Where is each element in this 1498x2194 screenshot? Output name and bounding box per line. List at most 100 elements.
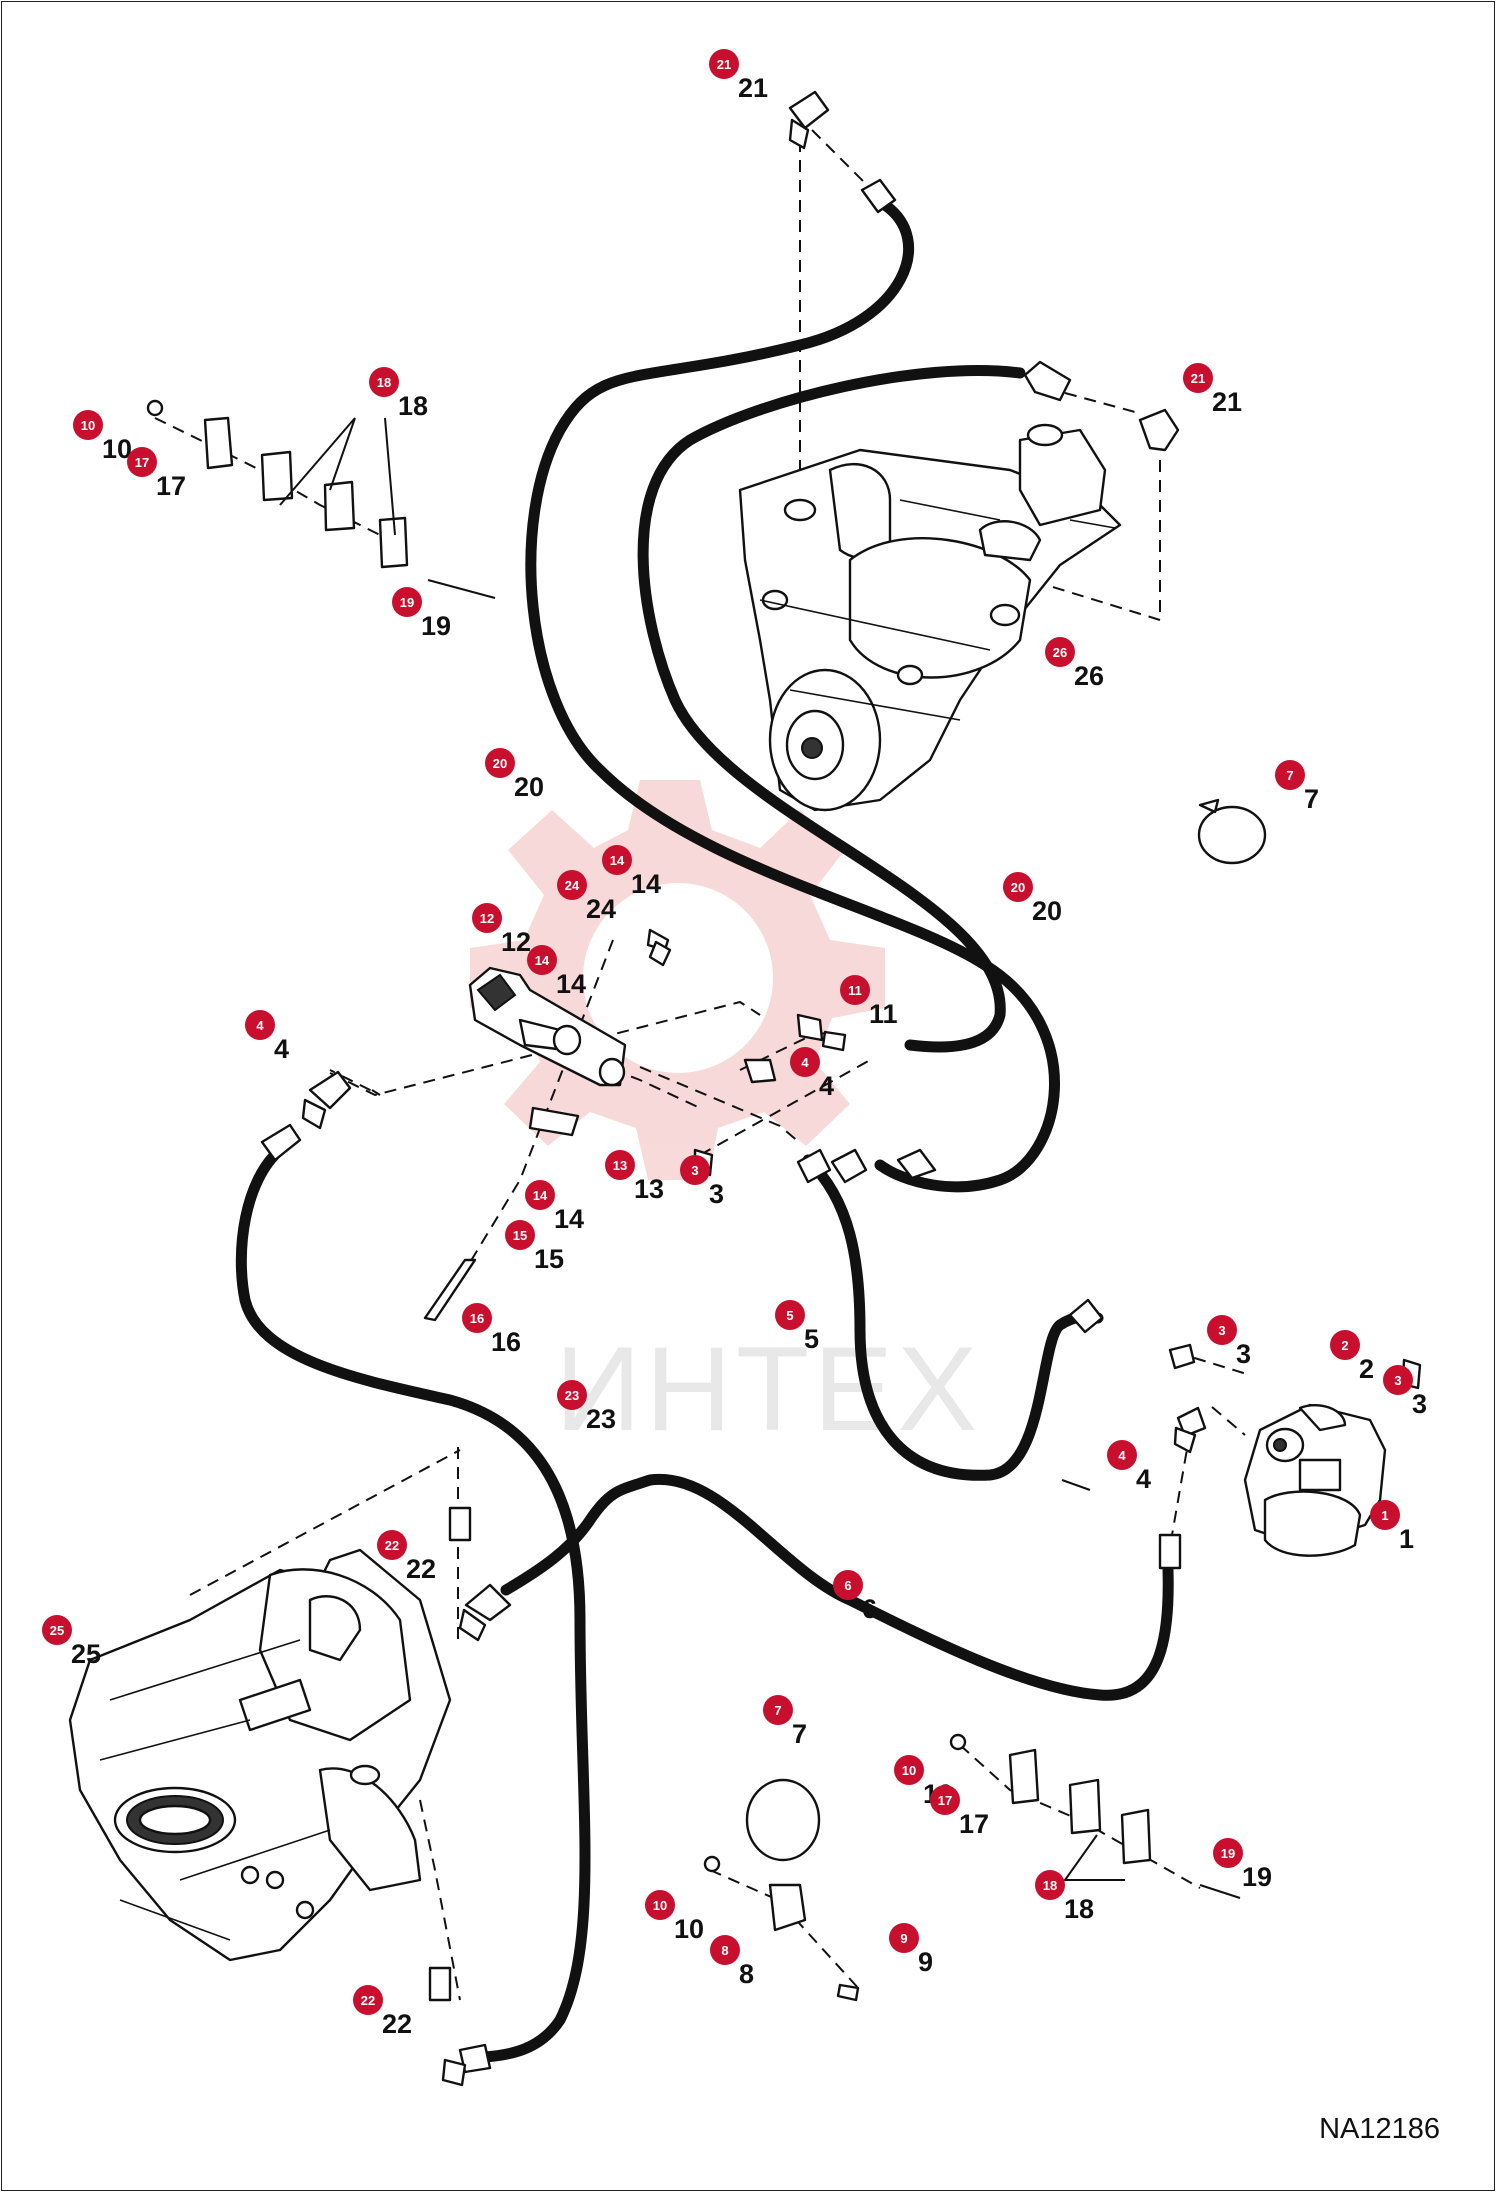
callout-badge	[1383, 1365, 1413, 1395]
callout-badge-label: 6	[844, 1578, 851, 1593]
hydraulic-pump-25	[68, 1548, 452, 1962]
callout-number: 3	[1236, 1339, 1251, 1369]
callout-badge	[245, 1010, 275, 1040]
callout-badge	[1275, 760, 1305, 790]
callout-badge	[645, 1890, 675, 1920]
callout-number: 4	[1136, 1464, 1151, 1494]
callout-23: 23 23	[557, 1380, 616, 1434]
callout-badge	[1207, 1315, 1237, 1345]
callout-layer: 1122333333444444556677778899101010101010…	[42, 49, 1427, 2039]
callout-3: 33	[1383, 1365, 1427, 1419]
callout-badge	[840, 975, 870, 1005]
callout-21: 21 21	[1183, 363, 1242, 417]
callout-number: 1	[1399, 1524, 1414, 1554]
callout-badge-label: 10	[902, 1763, 916, 1778]
callout-badge-label: 7	[1286, 768, 1293, 783]
callout-number: 18	[1064, 1894, 1094, 1924]
callout-number: 23	[586, 1404, 616, 1434]
callout-badge	[709, 49, 739, 79]
callout-number: 16	[491, 1327, 521, 1357]
callout-number: 4	[274, 1034, 289, 1064]
callout-6: 66	[833, 1570, 877, 1624]
callout-badge-label: 20	[493, 756, 507, 771]
callout-number: 17	[156, 471, 186, 501]
callout-number: 21	[1212, 387, 1242, 417]
drawing-id-label: NA12186	[1319, 2113, 1440, 2145]
callout-badge	[557, 870, 587, 900]
callout-badge-label: 21	[1191, 371, 1205, 386]
callout-badge-label: 5	[786, 1308, 793, 1323]
callout-badge-label: 18	[377, 375, 391, 390]
leader-lines	[279, 417, 1125, 1881]
callout-number: 13	[634, 1174, 664, 1204]
callout-badge-label: 26	[1053, 645, 1067, 660]
callout-4: 44	[245, 1010, 289, 1064]
callout-number: 25	[71, 1639, 101, 1669]
callout-badge-label: 1	[1381, 1508, 1388, 1523]
callout-badge-label: 3	[1218, 1323, 1225, 1338]
callout-badge	[1107, 1440, 1137, 1470]
callout-badge	[369, 367, 399, 397]
callout-number: 12	[501, 927, 531, 957]
callout-number: 11	[869, 999, 898, 1029]
callout-badge	[833, 1570, 863, 1600]
callout-badge-label: 17	[938, 1793, 952, 1808]
callout-number: 3	[709, 1179, 724, 1209]
callout-number: 20	[1032, 896, 1062, 926]
callout-badge-label: 11	[848, 983, 862, 998]
callout-badge	[1035, 1870, 1065, 1900]
hose-20-upper	[525, 199, 1060, 1193]
valve-block-12	[468, 928, 672, 1137]
drive-motor-top	[738, 423, 1122, 812]
callout-7: 77	[1275, 760, 1319, 814]
callout-badge-label: 3	[1394, 1373, 1401, 1388]
callout-badge	[602, 845, 632, 875]
callout-number: 19	[1242, 1862, 1272, 1892]
callout-3: 33	[1207, 1315, 1251, 1369]
callout-badge	[1183, 363, 1213, 393]
callout-badge-label: 15	[513, 1228, 527, 1243]
callout-number: 15	[534, 1244, 564, 1274]
callout-badge-label: 18	[1043, 1878, 1057, 1893]
callout-3: 33	[680, 1155, 724, 1209]
callout-badge	[525, 1180, 555, 1210]
hose-5	[802, 1154, 1104, 1481]
callout-badge	[930, 1785, 960, 1815]
callout-badge	[894, 1755, 924, 1785]
callout-4: 44	[1107, 1440, 1151, 1494]
fittings	[260, 90, 1422, 2087]
callout-badge-label: 7	[774, 1703, 781, 1718]
callout-number: 4	[819, 1071, 834, 1101]
callout-badge-label: 4	[256, 1018, 264, 1033]
callout-badge	[763, 1695, 793, 1725]
callout-badge-label: 23	[565, 1388, 579, 1403]
callout-7: 77	[763, 1695, 807, 1749]
callout-badge	[605, 1150, 635, 1180]
callout-number: 19	[421, 611, 451, 641]
callout-11: 11 11	[840, 975, 898, 1029]
callout-number: 24	[586, 894, 616, 924]
callout-badge	[1003, 872, 1033, 902]
callout-badge	[889, 1923, 919, 1953]
callout-badge-label: 14	[535, 953, 550, 968]
callout-number: 2	[1359, 1354, 1374, 1384]
callout-badge	[1045, 637, 1075, 667]
callout-badge-label: 9	[900, 1931, 907, 1946]
callout-number: 6	[862, 1594, 877, 1624]
